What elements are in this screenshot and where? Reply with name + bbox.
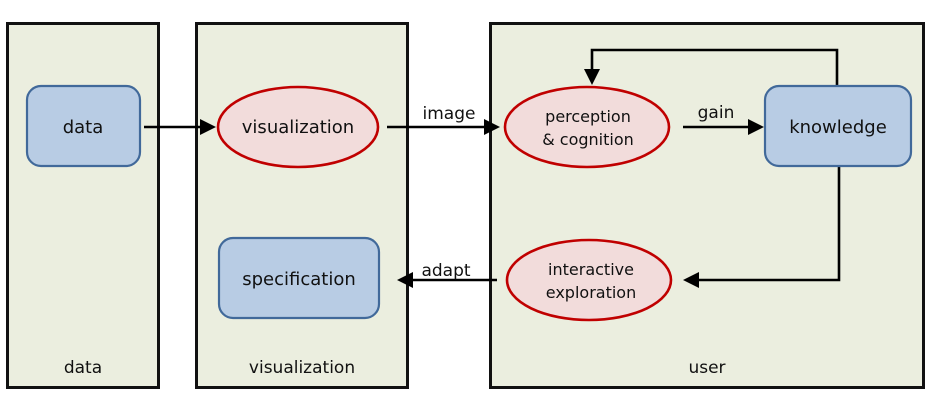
edge-visualization-to-perception: image xyxy=(387,104,500,135)
edge-knowledge-to-perception xyxy=(584,48,839,86)
node-visualization-label: visualization xyxy=(242,117,354,138)
node-specification-box xyxy=(217,236,381,320)
edge-line xyxy=(696,166,841,282)
node-interactive-exploration: interactive exploration xyxy=(505,238,673,322)
panel-data-label: data xyxy=(64,358,102,378)
edge-line xyxy=(590,48,839,86)
node-perception-cognition: perception & cognition xyxy=(503,85,671,169)
arrowhead-right-icon xyxy=(200,119,216,135)
panel-user: user xyxy=(489,22,925,389)
node-exploration-label-line1: interactive xyxy=(548,260,634,279)
node-data-label: data xyxy=(63,117,104,138)
edge-perception-to-knowledge: gain xyxy=(683,103,764,135)
edge-label-gain: gain xyxy=(698,103,735,123)
panel-data: data xyxy=(6,22,160,389)
node-knowledge: knowledge xyxy=(763,84,913,168)
panel-user-label: user xyxy=(688,358,725,378)
edge-knowledge-to-exploration xyxy=(683,166,841,288)
node-exploration-label-line2: exploration xyxy=(546,283,636,302)
node-exploration-ellipse xyxy=(505,238,673,322)
panel-visualization-frame xyxy=(195,22,409,389)
edge-label-adapt: adapt xyxy=(421,261,470,281)
arrowhead-right-icon xyxy=(748,119,764,135)
node-data: data xyxy=(25,84,142,168)
panel-data-frame xyxy=(6,22,160,389)
edge-label-image: image xyxy=(423,104,476,124)
node-visualization-ellipse xyxy=(216,85,380,169)
node-perception-label-line2: & cognition xyxy=(542,130,634,149)
panel-visualization-label: visualization xyxy=(249,358,355,378)
arrowhead-right-icon xyxy=(484,119,500,135)
node-data-box xyxy=(25,84,142,168)
node-specification: specification xyxy=(217,236,381,320)
node-perception-ellipse xyxy=(503,85,671,169)
edge-exploration-to-specification: adapt xyxy=(397,261,497,288)
node-specification-label: specification xyxy=(242,269,356,290)
node-perception-label-line1: perception xyxy=(545,107,631,126)
edge-data-to-visualization xyxy=(144,119,216,135)
arrowhead-left-icon xyxy=(397,272,413,288)
arrowhead-left-icon xyxy=(683,272,699,288)
node-visualization: visualization xyxy=(216,85,380,169)
node-knowledge-label: knowledge xyxy=(789,117,887,138)
arrowhead-down-icon xyxy=(584,69,600,85)
node-knowledge-box xyxy=(763,84,913,168)
panel-user-frame xyxy=(489,22,925,389)
panel-visualization: visualization xyxy=(195,22,409,389)
